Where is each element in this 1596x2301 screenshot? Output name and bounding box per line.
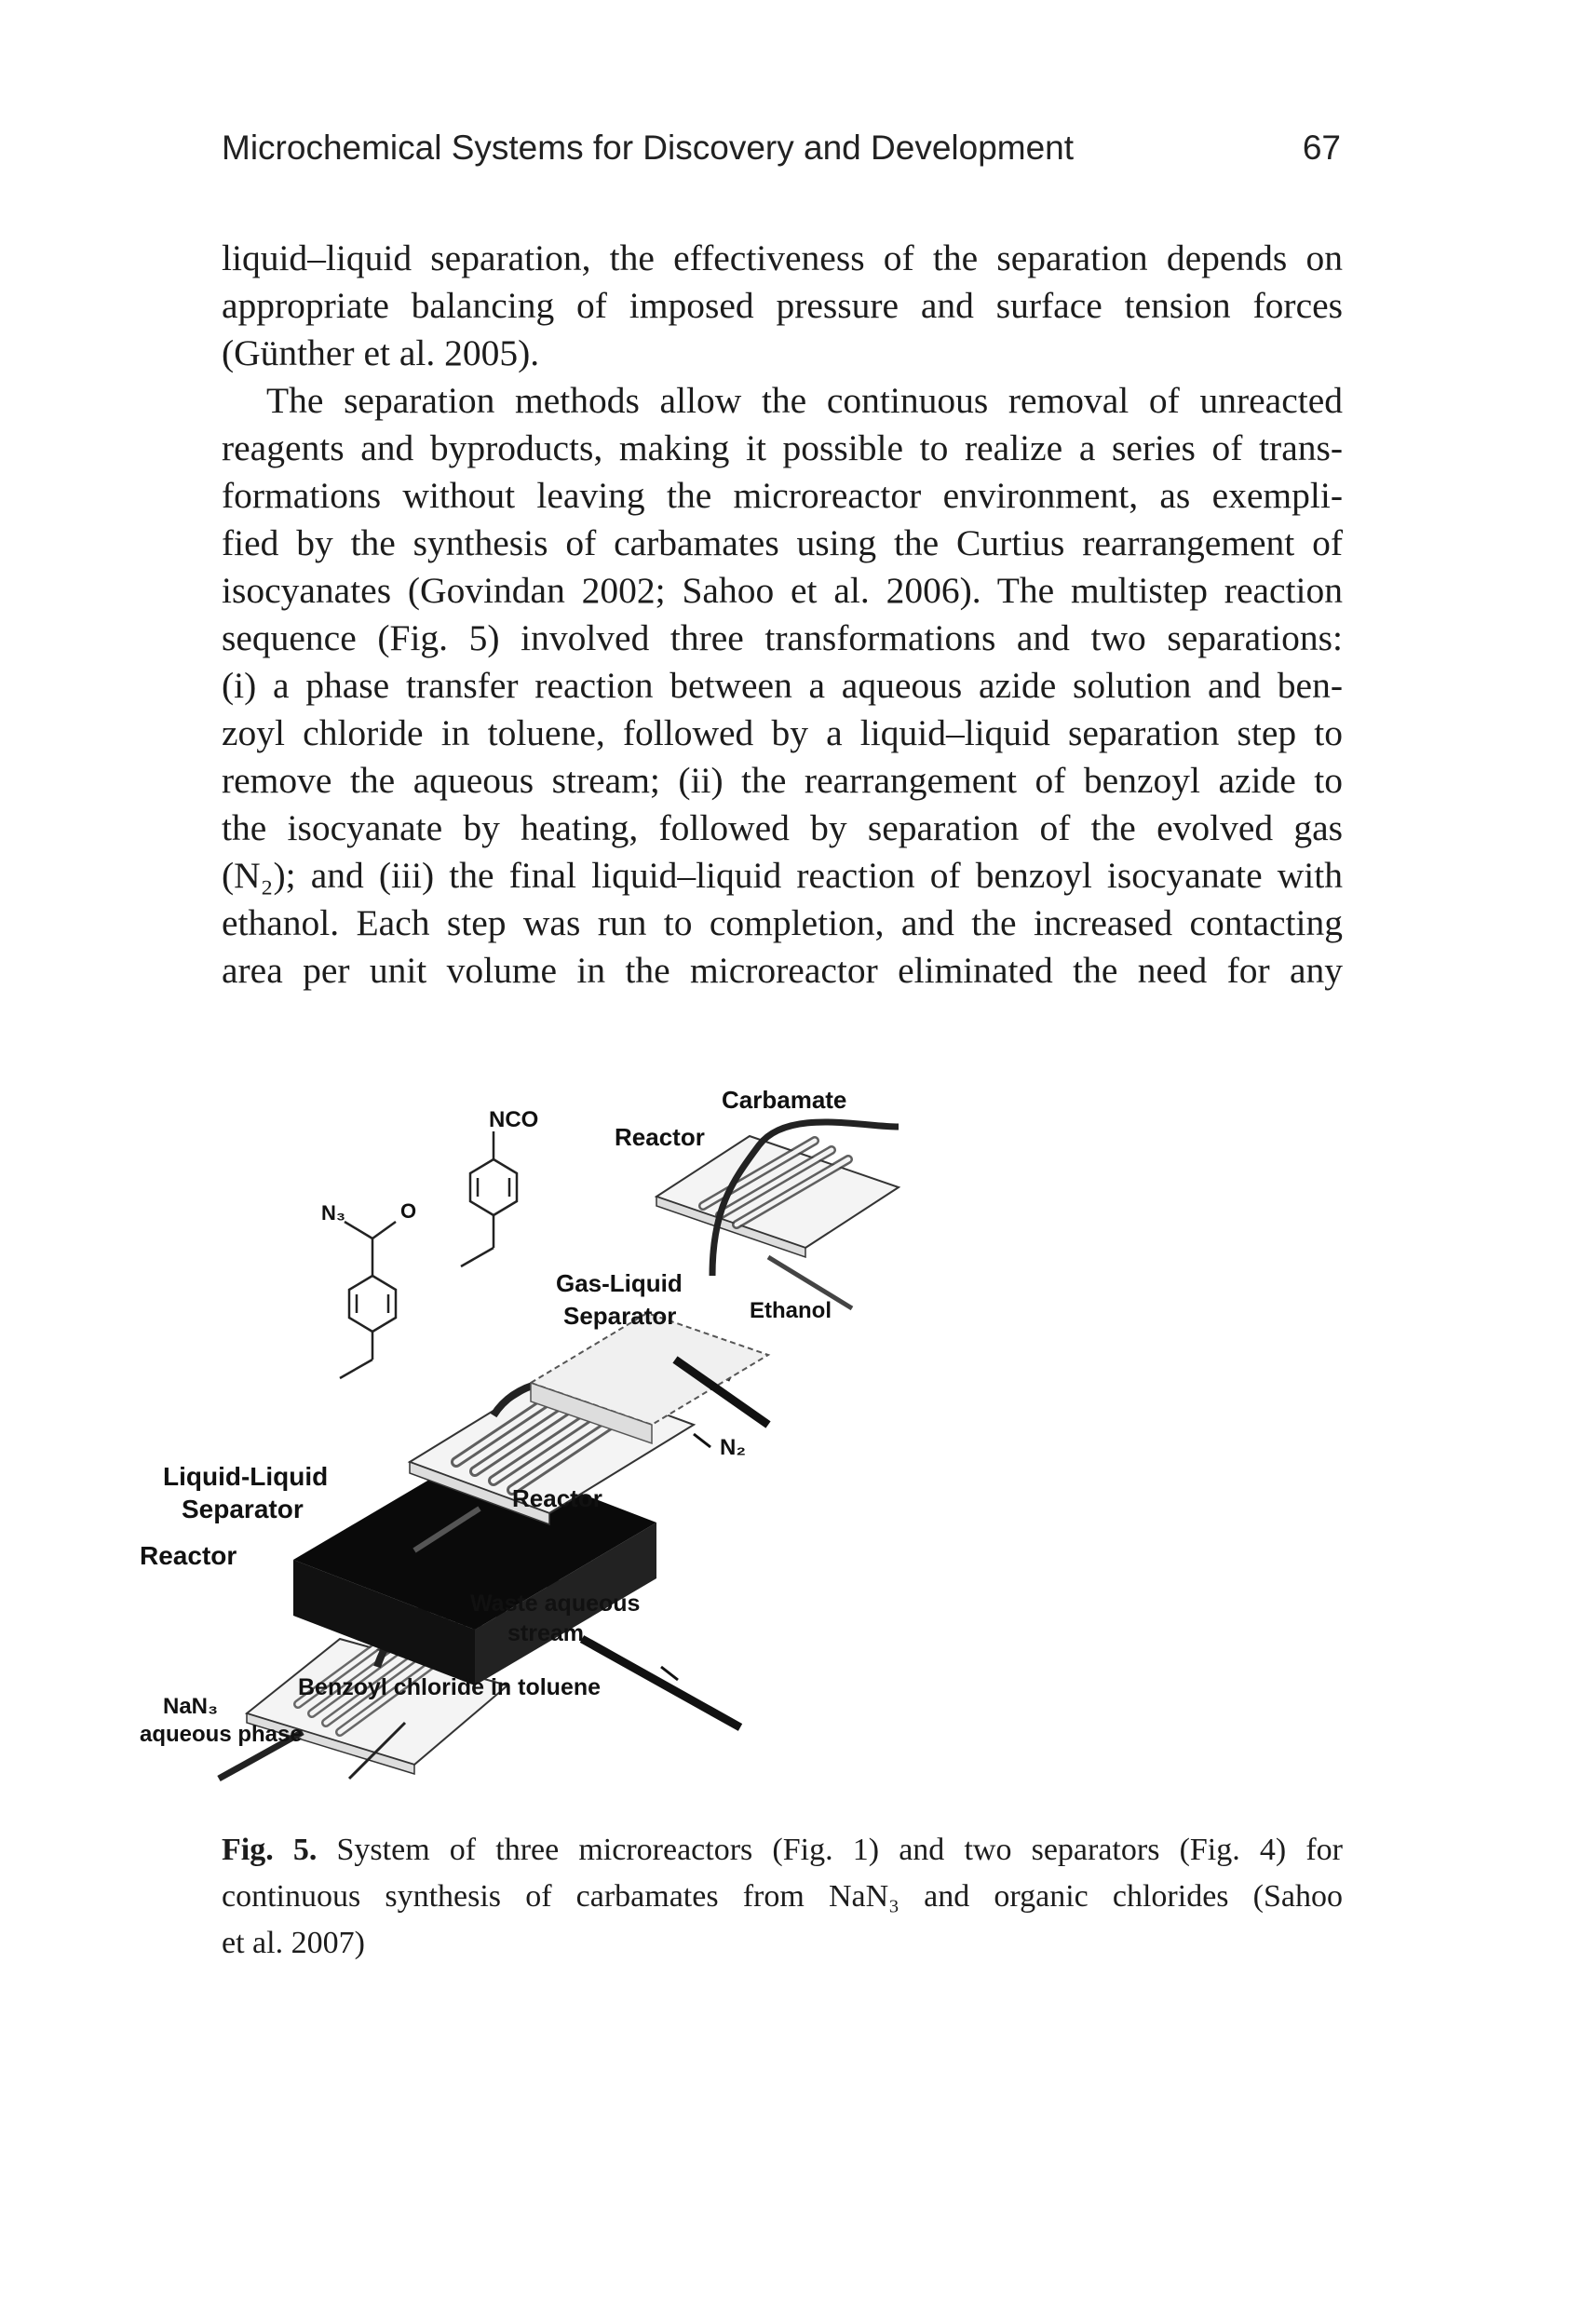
text-line: fied by the synthesis of carbamates usin… [222, 522, 1343, 563]
text-line: area per unit volume in the microreactor… [222, 950, 1343, 991]
label-o: O [400, 1199, 416, 1223]
n2-outlet [672, 1356, 771, 1428]
text-line: the isocyanate by heating, followed by s… [222, 807, 1343, 848]
label-waste-stream: stream [507, 1620, 584, 1646]
label-aqueous-phase: aqueous phase [140, 1722, 303, 1747]
figure-5: Carbamate Reactor NCO N₃ O Gas-Liquid Se… [140, 1071, 1364, 1807]
label-liquid-liquid: Liquid-Liquid [163, 1462, 328, 1491]
text-line: zoyl chloride in toluene, followed by a … [222, 712, 1343, 753]
text-line: sequence (Fig. 5) involved three transfo… [222, 617, 1343, 658]
waste-tube [579, 1635, 743, 1731]
label-ethanol: Ethanol [750, 1298, 832, 1323]
inlet-tube-nan3 [217, 1728, 304, 1782]
text-line: (N₂); and (iii) the final liquid–liquid … [222, 855, 1343, 896]
text-line: formations without leaving the microreac… [222, 475, 1343, 516]
isocyanate-structure [460, 1131, 519, 1268]
text-line: isocyanates (Govindan 2002; Sahoo et al.… [222, 570, 1343, 611]
label-carbamate: Carbamate [722, 1086, 846, 1114]
figure-caption: Fig. 5. System of three microreactors (F… [222, 1827, 1343, 1967]
label-n3: N₃ [321, 1201, 345, 1225]
caption-line: continuous synthesis of carbamates from … [222, 1879, 1343, 1914]
label-reactor-top: Reactor [615, 1123, 705, 1151]
label-ll-separator: Separator [182, 1495, 304, 1523]
benzoyl-azide-structure [339, 1220, 398, 1380]
label-reactor-middle: Reactor [512, 1484, 602, 1512]
microreactor-system-diagram: Carbamate Reactor NCO N₃ O Gas-Liquid Se… [140, 1086, 901, 1782]
body-text: liquid–liquid separation, the effectiven… [222, 235, 1343, 995]
text-line: remove the aqueous stream; (ii) the rear… [222, 760, 1343, 801]
label-waste-aqueous: Waste aqueous [470, 1590, 640, 1617]
text-line: ethanol. Each step was run to completion… [222, 902, 1343, 943]
paragraph-1: liquid–liquid separation, the effectiven… [222, 235, 1343, 377]
text-line: (i) a phase transfer reaction between a … [222, 665, 1343, 706]
caption-line: Fig. 5. System of three microreactors (F… [222, 1827, 1343, 1874]
running-header: Microchemical Systems for Discovery and … [222, 129, 1341, 168]
label-reactor-left: Reactor [140, 1541, 237, 1570]
page-number: 67 [1302, 129, 1341, 167]
label-benzoyl-chloride: Benzoyl chloride in toluene [298, 1674, 601, 1700]
label-nco: NCO [489, 1107, 538, 1132]
label-nan3: NaN₃ [163, 1694, 218, 1719]
running-title: Microchemical Systems for Discovery and … [222, 129, 1075, 167]
gas-liquid-separator [528, 1311, 771, 1445]
caption-label: Fig. 5. [222, 1833, 318, 1867]
text-line: reagents and byproducts, making it possi… [222, 427, 1343, 468]
text-line: The separation methods allow the continu… [266, 380, 1343, 421]
label-gas-liquid: Gas-Liquid [556, 1269, 683, 1297]
reactor-chip-top [654, 1134, 901, 1259]
text-line: appropriate balancing of imposed pressur… [222, 285, 1343, 326]
inlet-tube-benzoyl [347, 1721, 407, 1780]
label-n2: N₂ [720, 1435, 746, 1460]
text-line: liquid–liquid separation, the effectiven… [222, 237, 1343, 278]
caption-line: et al. 2007) [222, 1926, 365, 1960]
paragraph-2: The separation methods allow the continu… [222, 377, 1343, 995]
label-gas-liquid-separator: Separator [563, 1302, 676, 1330]
text-line: (Günther et al. 2005). [222, 332, 540, 373]
ethanol-inlet [766, 1254, 854, 1311]
caption-text: System of three microreactors (Fig. 1) a… [317, 1833, 1344, 1867]
